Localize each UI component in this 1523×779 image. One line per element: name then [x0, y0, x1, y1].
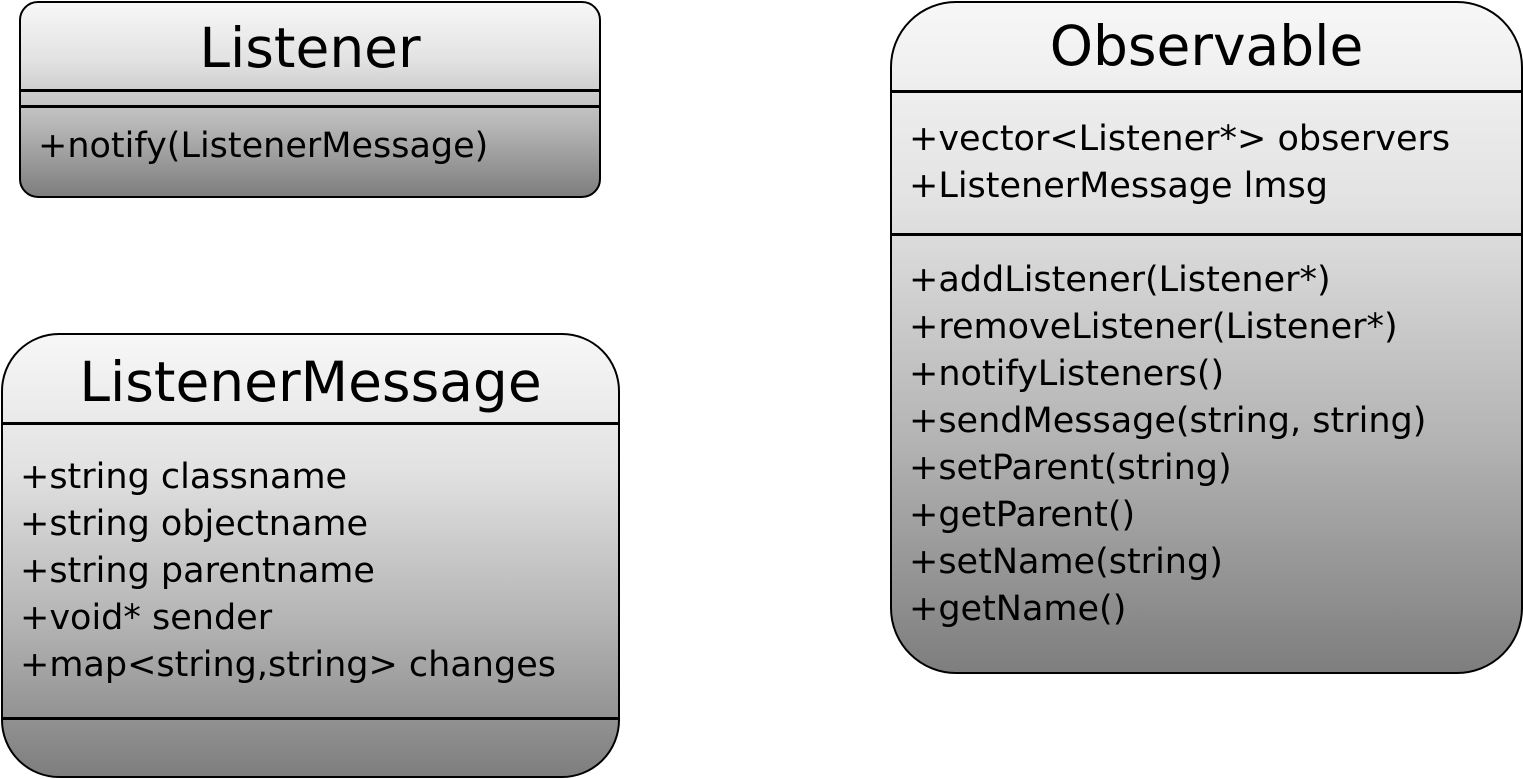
- method-item: +addListener(Listener*): [909, 260, 1331, 300]
- method-item: +setParent(string): [909, 448, 1232, 488]
- attribute-item: +ListenerMessage lmsg: [909, 166, 1328, 206]
- method-item: +setName(string): [909, 542, 1223, 582]
- class-box-observable: Observable +vector<Listener*> observers …: [890, 1, 1523, 674]
- compartment-divider: [3, 422, 618, 425]
- attributes-list: +string classname +string objectname +st…: [20, 454, 556, 689]
- attributes-list: +vector<Listener*> observers +ListenerMe…: [909, 116, 1450, 210]
- method-item: +sendMessage(string, string): [909, 401, 1427, 441]
- class-box-listener: Listener +notify(ListenerMessage): [19, 1, 601, 198]
- class-name: ListenerMessage: [79, 350, 542, 414]
- compartment-divider: [3, 717, 618, 720]
- class-box-listener-message: ListenerMessage +string classname +strin…: [1, 333, 620, 778]
- methods-list: +notify(ListenerMessage): [38, 123, 488, 170]
- compartment-divider: [892, 233, 1521, 236]
- method-item: +getParent(): [909, 495, 1136, 535]
- method-item: +notify(ListenerMessage): [38, 126, 489, 166]
- method-item: +getName(): [909, 589, 1127, 629]
- attribute-item: +void* sender: [20, 598, 273, 638]
- class-name: Observable: [1049, 14, 1364, 78]
- compartment-divider: [21, 89, 599, 92]
- compartment-divider: [892, 90, 1521, 93]
- attribute-item: +map<string,string> changes: [20, 645, 556, 685]
- attribute-item: +string parentname: [20, 551, 375, 591]
- attribute-item: +vector<Listener*> observers: [909, 119, 1451, 159]
- attribute-item: +string objectname: [20, 504, 369, 544]
- class-name: Listener: [199, 16, 421, 80]
- attribute-item: +string classname: [20, 457, 348, 497]
- compartment-divider: [21, 105, 599, 108]
- method-item: +notifyListeners(): [909, 354, 1225, 394]
- method-item: +removeListener(Listener*): [909, 307, 1398, 347]
- methods-list: +addListener(Listener*) +removeListener(…: [909, 257, 1426, 633]
